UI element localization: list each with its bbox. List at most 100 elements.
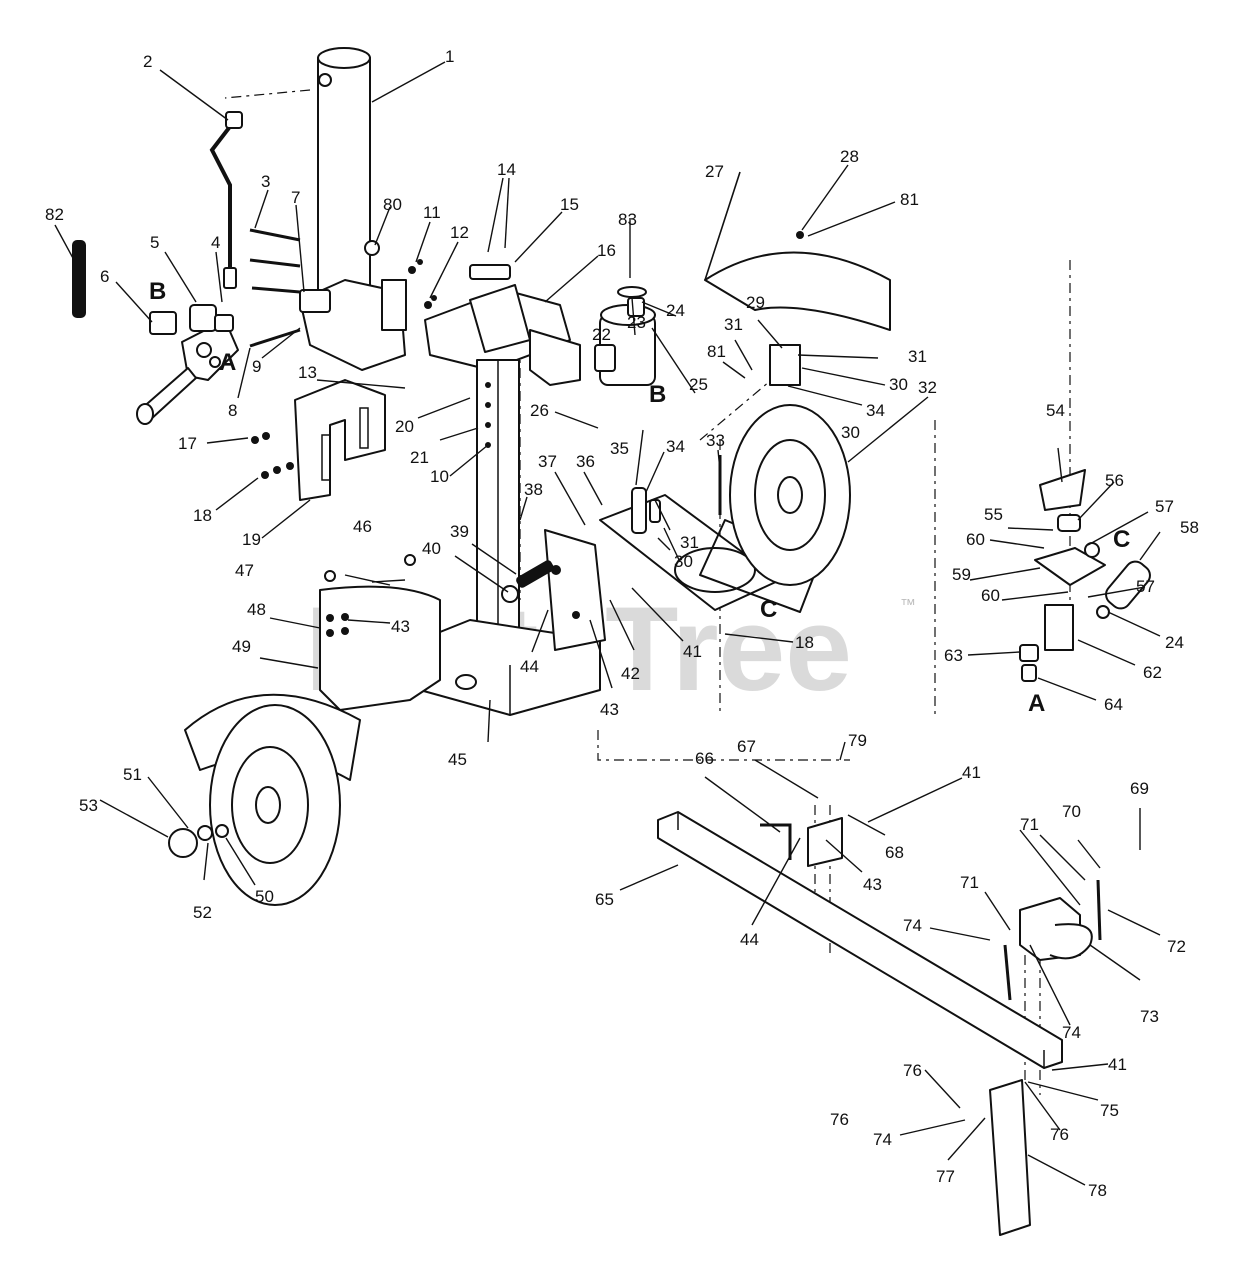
callout-76-a: 76 [903,1061,922,1080]
letter-a-valve: A [219,349,236,376]
callout-74-c: 74 [873,1130,892,1149]
callout-79: 79 [848,731,867,750]
callout-8: 8 [228,401,237,420]
callout-13: 13 [298,363,317,382]
callout-56: 56 [1105,471,1124,490]
callout-52: 52 [193,903,212,922]
watermark-trademark: ™ [900,597,916,614]
callout-10: 10 [430,467,449,486]
callout-60-a: 60 [966,530,985,549]
callout-81-a: 81 [900,190,919,209]
connection-letters: B A B C C A [149,278,1130,717]
callout-66: 66 [695,749,714,768]
beam-assembly [424,264,581,636]
callout-41-b: 41 [962,763,981,782]
callout-43-b: 43 [600,700,619,719]
callout-55: 55 [984,505,1003,524]
callout-29: 29 [746,293,765,312]
callout-19: 19 [242,530,261,549]
callout-77: 77 [936,1167,955,1186]
letter-c-lever: C [1113,526,1130,553]
callout-45: 45 [448,750,467,769]
callout-30-c: 30 [674,552,693,571]
callout-47: 47 [235,561,254,580]
callout-63: 63 [944,646,963,665]
callout-41-a: 41 [683,642,702,661]
callout-27: 27 [705,162,724,181]
callout-74-b: 74 [1062,1023,1081,1042]
callout-30-a: 30 [889,375,908,394]
callout-81-b: 81 [707,342,726,361]
left-wheel [168,693,361,906]
callout-18-right: 18 [795,633,814,652]
hydraulic-cylinder [317,47,371,304]
callout-34-b: 34 [666,437,685,456]
callout-17: 17 [178,434,197,453]
callout-53: 53 [79,796,98,815]
letter-a-fitting: A [1028,690,1045,717]
callout-67: 67 [737,737,756,756]
callout-31-c: 31 [680,533,699,552]
hydraulic-hose [209,111,243,289]
callout-11: 11 [423,203,441,222]
callout-65: 65 [595,890,614,909]
bolts-left [249,228,437,348]
callout-69: 69 [1130,779,1149,798]
callout-22: 22 [592,325,611,344]
callout-12: 12 [450,223,469,242]
callout-32: 32 [918,378,937,397]
cylinder-mount [299,240,407,371]
chain-link [617,286,647,298]
callout-4: 4 [211,233,220,252]
side-bracket [251,379,386,501]
right-wheel [729,404,851,586]
callout-40: 40 [422,539,441,558]
callout-31-b: 31 [724,315,743,334]
callout-23: 23 [627,313,646,332]
callout-14: 14 [497,160,516,179]
callout-59: 59 [952,565,971,584]
callout-43-c: 43 [863,875,882,894]
callout-3: 3 [261,172,270,191]
callout-60-b: 60 [981,586,1000,605]
callout-83: 83 [618,210,637,229]
callout-44-b: 44 [740,930,759,949]
callout-41-c: 41 [1108,1055,1127,1074]
callout-75: 75 [1100,1101,1119,1120]
callout-6: 6 [100,267,109,286]
callout-18-left: 18 [193,506,212,525]
callout-34-a: 34 [866,401,885,420]
valve-spring [72,240,86,318]
callout-82: 82 [45,205,64,224]
callout-24-right: 24 [1165,633,1184,652]
callout-78: 78 [1088,1181,1107,1200]
callout-48: 48 [247,600,266,619]
callout-70: 70 [1062,802,1081,821]
right-fender [704,231,891,386]
callout-20: 20 [395,417,414,436]
left-fender-mount [319,554,441,711]
letter-c-plate: C [760,596,777,623]
callout-72: 72 [1167,937,1186,956]
valve-lever-assembly [1019,469,1151,682]
callout-43-a: 43 [391,617,410,636]
callout-51: 51 [123,765,142,784]
callout-76-b: 76 [1050,1125,1069,1144]
callout-64: 64 [1104,695,1123,714]
callout-2: 2 [143,52,152,71]
callout-71-a: 71 [1020,815,1039,834]
callout-54: 54 [1046,401,1065,420]
callout-44-a: 44 [520,657,539,676]
control-valve [136,304,239,425]
callout-42: 42 [621,664,640,683]
tow-tongue [657,811,1102,1236]
callout-76-c: 76 [830,1110,849,1129]
callout-26: 26 [530,401,549,420]
callout-1: 1 [445,47,454,66]
letter-b-filter: B [649,381,666,408]
callout-9: 9 [252,357,261,376]
callout-71-b: 71 [960,873,979,892]
callout-15: 15 [560,195,579,214]
callout-49: 49 [232,637,251,656]
